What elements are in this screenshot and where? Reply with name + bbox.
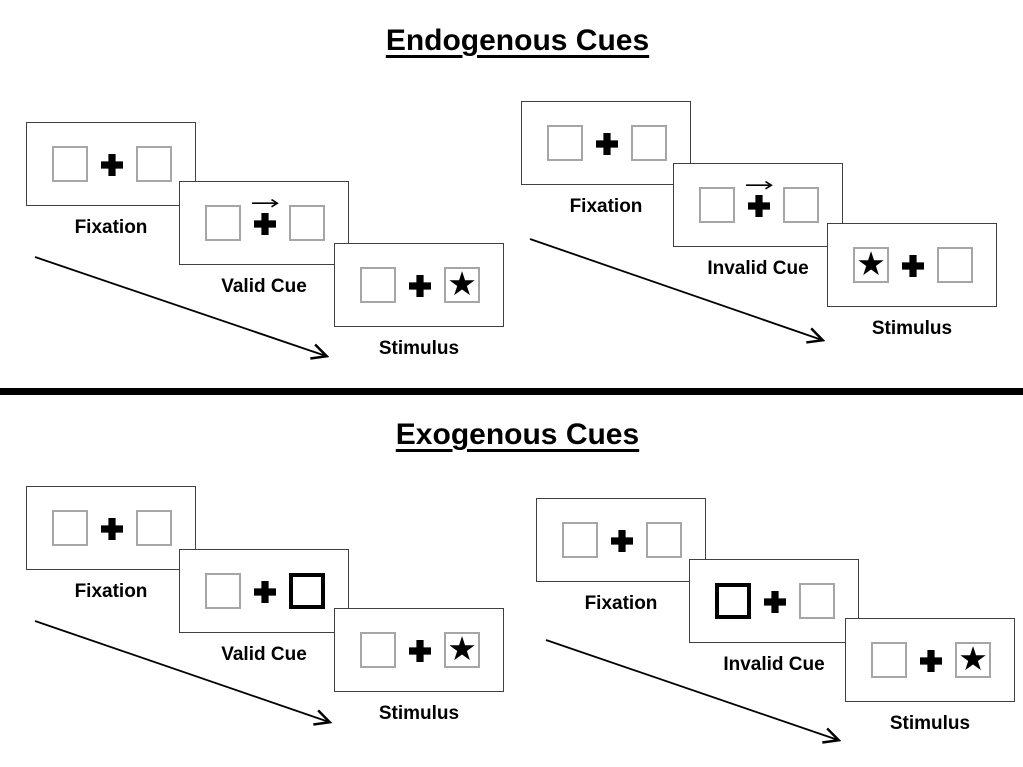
fixation-cross-icon <box>101 154 123 176</box>
left-placeholder-box <box>205 205 241 241</box>
timeline-arrow-endogenous-invalid <box>529 238 822 340</box>
fixation-cross-icon <box>748 195 770 217</box>
right-placeholder-box <box>799 583 835 619</box>
panel-endogenous-valid-stimulus: ★ <box>334 243 504 327</box>
left-placeholder-box <box>360 267 396 303</box>
star-stimulus: ★ <box>958 639 988 677</box>
step-label-valid-cue: Valid Cue <box>221 644 307 665</box>
timeline-arrow-endogenous-valid <box>34 256 326 356</box>
step-label-fixation: Fixation <box>569 196 643 217</box>
section-title-exogenous: Exogenous Cues <box>395 418 640 451</box>
right-placeholder-box <box>289 205 325 241</box>
left-placeholder-box <box>205 573 241 609</box>
right-placeholder-box <box>631 125 667 161</box>
panel-exogenous-valid-stimulus: ★ <box>334 608 504 692</box>
step-label-invalid-cue: Invalid Cue <box>707 258 809 279</box>
fixation-cross-icon <box>409 275 431 297</box>
fixation-cross-icon <box>254 581 276 603</box>
section-title-endogenous: Endogenous Cues <box>385 24 650 57</box>
panel-endogenous-valid-fixation <box>26 122 196 206</box>
left-placeholder-box <box>360 632 396 668</box>
left-stimulus-box: ★ <box>853 247 889 283</box>
fixation-cross-icon <box>902 255 924 277</box>
step-label-fixation: Fixation <box>584 593 658 614</box>
fixation-cross-icon <box>101 518 123 540</box>
star-stimulus: ★ <box>447 629 477 667</box>
left-placeholder-box <box>52 146 88 182</box>
step-label-fixation: Fixation <box>74 581 148 602</box>
right-placeholder-box <box>783 187 819 223</box>
left-placeholder-box <box>562 522 598 558</box>
fixation-cross-icon <box>409 640 431 662</box>
timeline-arrow-exogenous-valid <box>34 620 329 722</box>
panel-endogenous-invalid-fixation <box>521 101 691 185</box>
step-label-fixation: Fixation <box>74 217 148 238</box>
timeline-arrow-exogenous-invalid <box>545 639 838 740</box>
star-stimulus: ★ <box>447 264 477 302</box>
right-arrow-cue-icon <box>746 180 773 190</box>
fixation-cross-icon <box>920 650 942 672</box>
panel-exogenous-invalid-stimulus: ★ <box>845 618 1015 702</box>
right-placeholder-box <box>646 522 682 558</box>
step-label-stimulus: Stimulus <box>378 703 460 724</box>
right-placeholder-box <box>136 510 172 546</box>
panel-endogenous-invalid-stimulus: ★ <box>827 223 997 307</box>
panel-endogenous-invalid-cue <box>673 163 843 247</box>
panel-exogenous-valid-cue <box>179 549 349 633</box>
star-stimulus: ★ <box>856 244 886 282</box>
panel-exogenous-invalid-fixation <box>536 498 706 582</box>
right-stimulus-box: ★ <box>955 642 991 678</box>
step-label-stimulus: Stimulus <box>378 338 460 359</box>
right-placeholder-box <box>136 146 172 182</box>
fixation-cross-icon <box>596 133 618 155</box>
right-cue-highlight-box <box>289 573 325 609</box>
right-stimulus-box: ★ <box>444 267 480 303</box>
left-cue-highlight-box <box>715 583 751 619</box>
right-placeholder-box <box>937 247 973 283</box>
panel-endogenous-valid-cue <box>179 181 349 265</box>
fixation-cross-icon <box>254 213 276 235</box>
step-label-stimulus: Stimulus <box>889 713 971 734</box>
fixation-cross-icon <box>611 530 633 552</box>
right-arrow-cue-icon <box>252 198 279 208</box>
section-divider-line <box>0 388 1023 395</box>
left-placeholder-box <box>547 125 583 161</box>
panel-exogenous-valid-fixation <box>26 486 196 570</box>
step-label-valid-cue: Valid Cue <box>221 276 307 297</box>
left-placeholder-box <box>52 510 88 546</box>
right-stimulus-box: ★ <box>444 632 480 668</box>
left-placeholder-box <box>699 187 735 223</box>
fixation-cross-icon <box>764 591 786 613</box>
step-label-stimulus: Stimulus <box>871 318 953 339</box>
step-label-invalid-cue: Invalid Cue <box>723 654 825 675</box>
left-placeholder-box <box>871 642 907 678</box>
panel-exogenous-invalid-cue <box>689 559 859 643</box>
